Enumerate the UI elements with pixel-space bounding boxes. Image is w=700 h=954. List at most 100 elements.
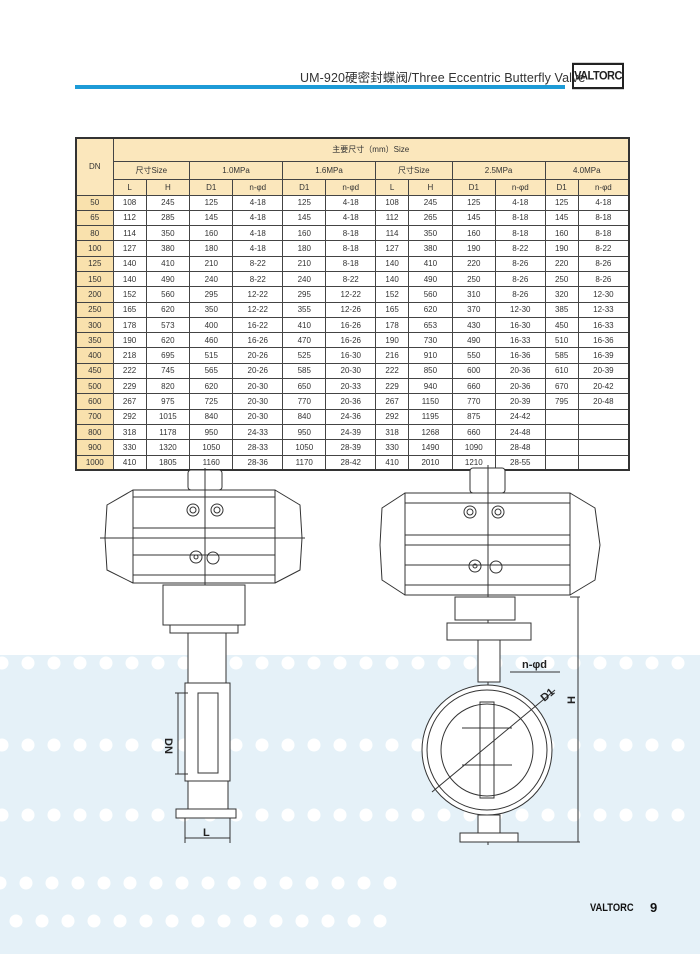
table-cell: 8-26 [495, 286, 546, 303]
table-cell: 165 [375, 301, 410, 318]
n-phi-d-label: n-φd [522, 659, 547, 671]
decorative-dot [73, 656, 87, 670]
table-cell: 4-18 [495, 194, 546, 211]
table-cell: 140 [375, 270, 410, 288]
decorative-dot [47, 738, 61, 752]
footer-brand: VALTORC [590, 902, 634, 914]
table-cell: 430 [451, 316, 497, 334]
table-cell: 229 [112, 378, 147, 395]
table-cell: 229 [375, 378, 410, 395]
table-cell: 385 [544, 301, 579, 318]
table-cell: 145 [451, 209, 497, 227]
table-cell: 16-33 [495, 332, 546, 349]
decorative-dot [593, 656, 607, 670]
table-cell: 24-42 [495, 408, 546, 425]
table-cell: 490 [451, 332, 497, 349]
decorative-dot [385, 738, 399, 752]
decorative-dot [125, 656, 139, 670]
decorative-dot [383, 876, 397, 890]
decorative-dot [619, 738, 633, 752]
table-cell: 1320 [145, 439, 191, 456]
table-cell: 267 [112, 393, 147, 410]
table-cell: 350 [408, 225, 453, 242]
table-cell: 650 [282, 378, 327, 395]
table-cell: 267 [375, 393, 410, 410]
table-cell: 222 [112, 362, 147, 380]
group-header: 2.5MPa [451, 160, 546, 180]
table-cell: 24-48 [495, 423, 546, 441]
table-cell: 180 [282, 240, 327, 257]
table-cell: 24-36 [325, 408, 377, 425]
decorative-dot [99, 656, 113, 670]
dn-cell: 1000 [75, 454, 114, 471]
table-cell: 620 [408, 301, 453, 318]
decorative-dot [463, 656, 477, 670]
decorative-dot [229, 738, 243, 752]
dn-cell: 600 [75, 393, 114, 410]
table-cell: 560 [145, 286, 191, 303]
table-cell: 20-36 [325, 393, 377, 410]
table-cell: 127 [112, 240, 147, 257]
table-cell: 8-22 [325, 270, 377, 288]
table-cell: 330 [375, 439, 410, 456]
decorative-dot [201, 876, 215, 890]
table-cell: 245 [145, 194, 191, 211]
table-cell [577, 408, 630, 425]
table-cell: 795 [544, 393, 579, 410]
decorative-dot [255, 656, 269, 670]
table-cell: 4-18 [232, 194, 284, 211]
table-cell: 910 [408, 347, 453, 364]
table-cell: 350 [145, 225, 191, 242]
table-cell: 950 [189, 423, 234, 441]
table-cell: 112 [112, 209, 147, 227]
table-cell: 600 [451, 362, 497, 380]
table-cell: 310 [451, 286, 497, 303]
decorative-dot [71, 876, 85, 890]
table-cell: 114 [375, 225, 410, 242]
table-cell: 178 [375, 316, 410, 334]
table-cell: 695 [145, 347, 191, 364]
table-cell: 330 [112, 439, 147, 456]
table-cell: 318 [112, 423, 147, 441]
table-cell: 20-30 [232, 408, 284, 425]
table-cell: 20-36 [495, 362, 546, 380]
dn-cell: 700 [75, 408, 114, 425]
table-cell: 16-30 [325, 347, 377, 364]
table-cell: 8-18 [495, 209, 546, 227]
table-cell: 840 [282, 408, 327, 425]
table-cell: 745 [145, 362, 191, 380]
group-header: 尺寸Size [112, 160, 191, 180]
decorative-dot [255, 738, 269, 752]
table-cell: 620 [145, 332, 191, 349]
dn-cell: 900 [75, 439, 114, 456]
table-cell: 220 [451, 255, 497, 272]
decorative-dot [9, 914, 23, 928]
table-cell: 250 [451, 270, 497, 288]
decorative-dot [437, 808, 451, 822]
table-cell: 20-39 [495, 393, 546, 410]
table-cell: 490 [145, 270, 191, 288]
table-cell: 370 [451, 301, 497, 318]
decorative-dot [593, 738, 607, 752]
table-cell: 8-22 [495, 240, 546, 257]
table-cell: 8-26 [577, 255, 630, 272]
decorative-dot [99, 808, 113, 822]
decorative-dot [373, 914, 387, 928]
column-header: n-φd [325, 178, 377, 196]
decorative-dot [671, 808, 685, 822]
group-header: 1.6MPa [282, 160, 377, 180]
table-cell: 250 [544, 270, 579, 288]
table-cell: 1170 [282, 454, 327, 471]
table-cell: 295 [189, 286, 234, 303]
table-cell: 16-36 [577, 332, 630, 349]
column-header: n-φd [232, 178, 284, 196]
